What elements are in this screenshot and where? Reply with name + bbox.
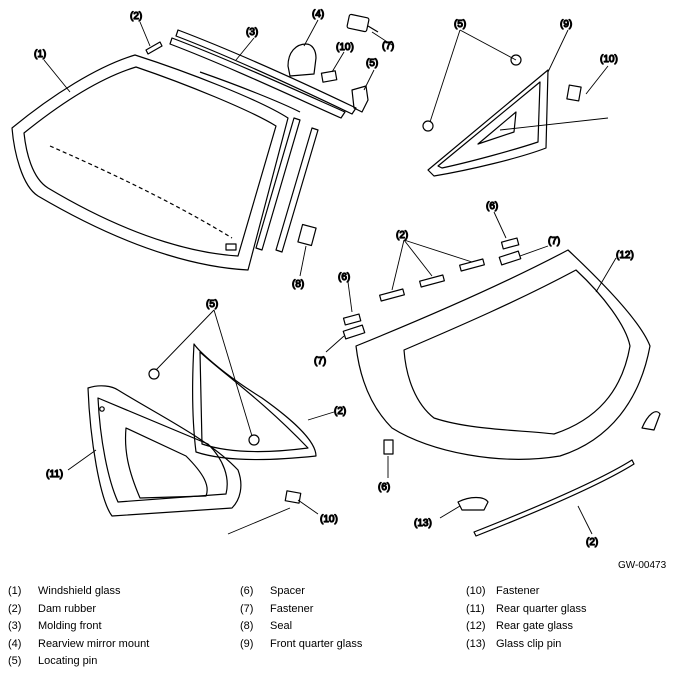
legend-label: Dam rubber — [38, 602, 97, 615]
legend-label: Spacer — [270, 585, 305, 597]
legend-label: Seal — [270, 620, 293, 632]
legend-label: Windshield glass — [38, 585, 121, 597]
callout-10c: (10) — [320, 514, 338, 525]
rear-quarter-molding — [192, 343, 317, 461]
legend-label: Fastener — [496, 585, 540, 597]
legend-label: Locating pin — [38, 655, 98, 667]
legend-num: (1) — [8, 585, 22, 597]
legend-label: Rearview mirror mount — [38, 637, 150, 650]
legend-item: (9) Front quarter glass — [232, 638, 362, 656]
legend-label: Molding front — [38, 620, 102, 632]
legend-label: Front quarter glass — [270, 637, 363, 650]
callout-6b: (6) — [338, 272, 350, 283]
callout-4: (4) — [312, 9, 324, 20]
legend-item: (12) Rear gate glass — [458, 620, 587, 638]
callout-6a: (6) — [486, 201, 498, 212]
legend-item: (6) Spacer — [232, 585, 362, 603]
dam-rubber-windshield — [145, 41, 163, 55]
legend-label: Fastener — [270, 602, 314, 615]
parts-legend: (1) Windshield glass (2) Dam rubber (3) Mol… — [0, 585, 688, 683]
legend-item: (5) Locating pin — [0, 655, 149, 673]
callout-2c: (2) — [334, 406, 346, 417]
legend-item: (13) Glass clip pin — [458, 638, 587, 656]
callout-2a: (2) — [130, 11, 142, 22]
rear-quarter-glass — [87, 385, 242, 517]
legend-label: Rear gate glass — [496, 620, 574, 632]
callout-10a: (10) — [336, 42, 354, 53]
legend-num: (4) — [8, 637, 22, 650]
legend-num: (3) — [8, 620, 22, 632]
callout-9: (9) — [560, 19, 572, 30]
locating-pin-front-quarter — [422, 54, 522, 132]
windshield-glass — [11, 54, 289, 271]
callout-1: (1) — [34, 49, 46, 60]
legend-item: (1) Windshield glass — [0, 585, 149, 603]
callout-12: (12) — [616, 250, 634, 261]
callout-7b: (7) — [548, 236, 560, 247]
figure-code: GW-00473 — [618, 560, 667, 571]
fastener-top — [346, 13, 379, 33]
callout-8: (8) — [292, 279, 304, 290]
legend-num: (8) — [240, 620, 254, 632]
fastener-windshield — [320, 70, 338, 83]
legend-item: (2) Dam rubber — [0, 603, 149, 621]
callout-2b: (2) — [396, 230, 408, 241]
legend-item: (11) Rear quarter glass — [458, 603, 587, 621]
dam-rubber-rear-gate — [379, 258, 485, 302]
legend-num: (7) — [240, 602, 254, 615]
callout-5c: (5) — [206, 299, 218, 310]
callout-3: (3) — [246, 27, 258, 38]
fastener-rear-quarter — [284, 490, 302, 504]
callout-10b: (10) — [600, 54, 618, 65]
leader-lines — [43, 19, 617, 535]
legend-num: (9) — [240, 637, 254, 650]
locating-pin-windshield — [351, 85, 369, 113]
legend-item: (10) Fastener — [458, 585, 587, 603]
callout-6c: (6) — [378, 482, 390, 493]
callout-5a: (5) — [366, 58, 378, 69]
callout-5b: (5) — [454, 19, 466, 30]
legend-item: (8) Seal — [232, 620, 362, 638]
callout-7c: (7) — [314, 356, 326, 367]
callout-7a: (7) — [382, 41, 394, 52]
front-quarter-glass — [427, 69, 549, 177]
legend-num: (12) — [466, 620, 486, 632]
locating-pin-rear-quarter — [148, 368, 260, 446]
legend-num: (2) — [8, 602, 22, 615]
legend-num: (11) — [466, 602, 485, 615]
spacer-rear-gate — [342, 237, 520, 455]
fastener-front-quarter — [566, 84, 582, 102]
dam-rubber-bottom — [473, 459, 635, 537]
legend-label: Rear quarter glass — [496, 602, 587, 615]
exploded-glass-diagram: (1) (2) (3) (4) (7) (10) (5) (5) (9) (10… — [11, 8, 661, 549]
fastener-rear-gate — [342, 250, 522, 340]
callout-13: (13) — [414, 518, 432, 529]
callout-11: (11) — [46, 469, 63, 480]
glass-clip-pin — [457, 496, 489, 511]
seal — [297, 223, 317, 247]
rearview-mirror-mount — [287, 43, 317, 77]
legend-num: (5) — [8, 655, 22, 667]
callout-2d: (2) — [586, 537, 598, 548]
legend-item: (4) Rearview mirror mount — [0, 638, 149, 656]
legend-num: (6) — [240, 585, 254, 597]
legend-item: (3) Molding front — [0, 620, 149, 638]
locating-pin-rear-gate — [641, 411, 661, 431]
legend-item: (7) Fastener — [232, 603, 362, 621]
legend-num: (13) — [466, 637, 486, 650]
legend-num: (10) — [466, 585, 486, 597]
legend-label: Glass clip pin — [496, 637, 562, 650]
rear-gate-glass — [355, 249, 651, 460]
